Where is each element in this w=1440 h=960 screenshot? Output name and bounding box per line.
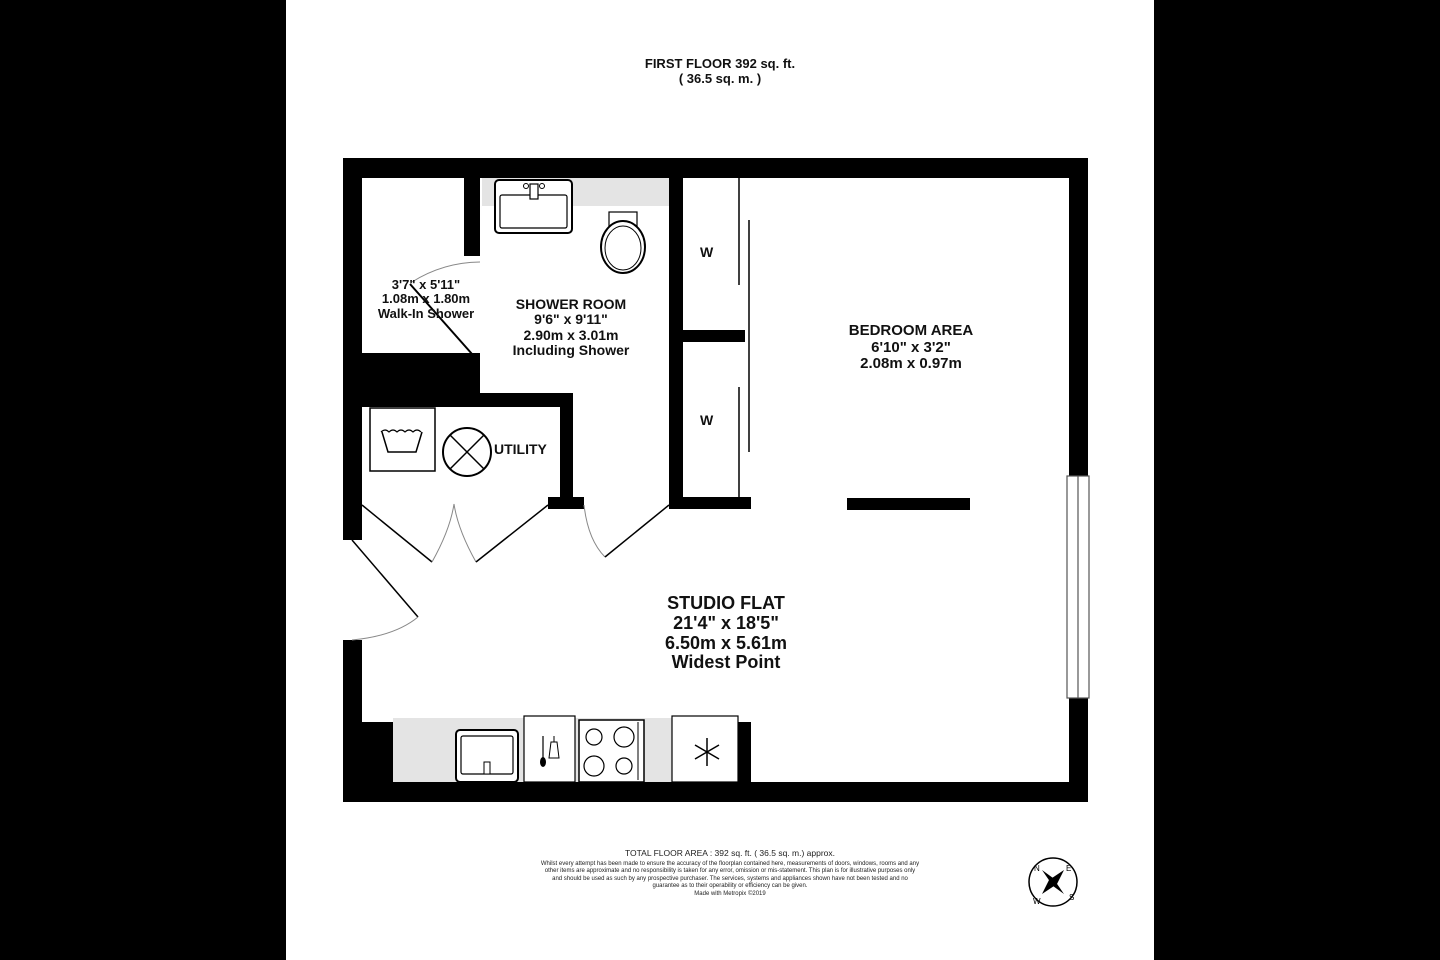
hob-icon	[578, 719, 645, 783]
entrance-door	[351, 539, 419, 641]
total-floor-area: TOTAL FLOOR AREA : 392 sq. ft. ( 36.5 sq…	[624, 848, 836, 858]
svg-text:E: E	[1066, 864, 1071, 873]
bedroom-area-label: BEDROOM AREA 6'10" x 3'2" 2.08m x 0.97m	[848, 322, 974, 372]
walk-in-shower-label: 3'7" x 5'11" 1.08m x 1.80m Walk-In Showe…	[377, 277, 475, 321]
svg-text:N: N	[1034, 864, 1040, 873]
floor-title-metric: ( 36.5 sq. m. )	[678, 71, 762, 86]
wardrobe-label-2: W	[700, 412, 714, 428]
toilet-icon	[600, 211, 646, 274]
studio-flat-label: STUDIO FLAT 21'4" x 18'5" 6.50m x 5.61m …	[664, 593, 788, 673]
footer: TOTAL FLOOR AREA : 392 sq. ft. ( 36.5 sq…	[540, 848, 920, 898]
utility-doors	[361, 503, 549, 563]
shower-room-label: SHOWER ROOM 9'6" x 9'11" 2.90m x 3.01m I…	[512, 296, 630, 359]
svg-text:W: W	[1033, 897, 1041, 906]
shower-screen	[409, 283, 473, 355]
basin-icon	[494, 179, 573, 234]
floor-title: FIRST FLOOR 392 sq. ft. ( 36.5 sq. m. )	[286, 56, 1154, 86]
window	[1066, 475, 1090, 699]
credit: Made with Metropix ©2019	[694, 890, 766, 897]
floor-title-imperial: FIRST FLOOR 392 sq. ft.	[644, 56, 796, 71]
boiler-icon	[442, 427, 492, 477]
floorplan-page: FIRST FLOOR 392 sq. ft. ( 36.5 sq. m. )	[286, 0, 1154, 960]
shower-door-arc	[411, 261, 481, 283]
bathroom-door	[583, 504, 670, 558]
kitchen-sink-icon	[455, 729, 519, 783]
compass-icon: N E S W	[1028, 857, 1078, 907]
svg-text:S: S	[1069, 893, 1074, 902]
walls	[343, 158, 1088, 802]
wardrobe-doors	[738, 178, 750, 497]
wardrobe-label-1: W	[700, 244, 714, 260]
washing-machine-icon	[369, 407, 436, 472]
floorplan-drawing: N E S W	[343, 158, 1090, 907]
freezer-icon	[671, 715, 739, 783]
disclaimer: Whilst every attempt has been made to en…	[540, 861, 920, 890]
dishwasher-icon	[523, 715, 576, 783]
utility-label: UTILITY	[494, 441, 547, 457]
